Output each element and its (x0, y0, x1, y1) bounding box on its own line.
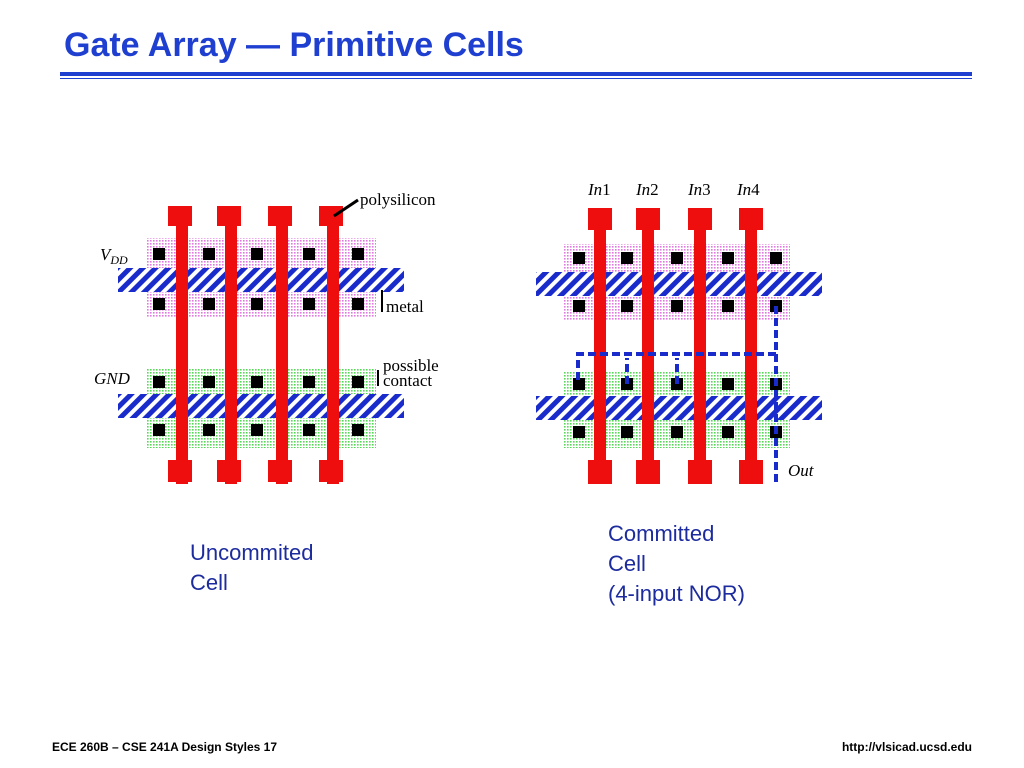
contact-grid (153, 248, 364, 436)
in4-label: In4 (736, 180, 760, 199)
poly-strip (268, 206, 292, 484)
right-caption: Committed Cell (4-input NOR) (608, 519, 745, 609)
in3-label: In3 (687, 180, 711, 199)
metal-label: metal (386, 297, 424, 316)
left-caption-line: Uncommited (190, 540, 314, 565)
vdd-label: VDD (100, 245, 128, 267)
in2-label: In2 (635, 180, 659, 199)
gnd-metal-rail (536, 396, 822, 420)
uncommitted-cell (118, 198, 404, 484)
poly-strip (168, 206, 192, 484)
out-label: Out (788, 461, 815, 480)
right-caption-line: Cell (608, 551, 646, 576)
right-caption-line: Committed (608, 521, 715, 546)
poly-strip (739, 208, 763, 484)
slide-title: Gate Array — Primitive Cells (64, 26, 524, 64)
left-caption-line: Cell (190, 570, 228, 595)
gnd-metal-rail (118, 394, 404, 418)
polysilicon-pointer (333, 198, 359, 218)
poly-strip (636, 208, 660, 484)
gnd-label: GND (94, 369, 131, 388)
poly-strip (588, 208, 612, 484)
polysilicon-label: polysilicon (360, 190, 436, 209)
poly-strip (319, 206, 343, 484)
output-routing (576, 306, 778, 482)
vdd-metal-rail (536, 272, 822, 296)
title-underline-thin (60, 78, 972, 79)
footer-course: ECE 260B – CSE 241A Design Styles 17 (52, 740, 277, 754)
contact-label: contact (383, 371, 432, 390)
title-underline (60, 72, 972, 76)
vdd-metal-rail (118, 268, 404, 292)
left-caption: Uncommited Cell (190, 538, 313, 598)
poly-strip (688, 208, 712, 484)
in1-label: In1 (587, 180, 611, 199)
possible-label: possible (383, 356, 439, 375)
committed-cell (536, 208, 822, 484)
right-caption-line: (4-input NOR) (608, 581, 745, 606)
poly-strip (217, 206, 241, 484)
footer-url: http://vlsicad.ucsd.edu (841, 740, 972, 754)
